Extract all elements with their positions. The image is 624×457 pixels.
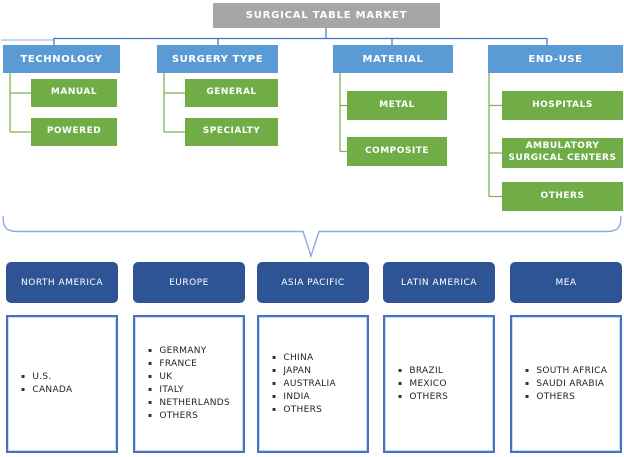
list-item: OTHERS	[148, 410, 230, 423]
list-item: JAPAN	[272, 365, 336, 378]
region-latin-america: LATIN AMERICA	[383, 262, 495, 303]
country-list: U.S. CANADA	[8, 371, 74, 397]
subsegment-manual: MANUAL	[31, 79, 117, 107]
subsegment-others: OTHERS	[502, 182, 623, 211]
list-item: SOUTH AFRICA	[525, 365, 607, 378]
subsegment-specialty: SPECIALTY	[185, 118, 278, 146]
bracket-surgery-type	[163, 73, 185, 133]
list-item: OTHERS	[398, 391, 448, 404]
brace-down	[2, 215, 622, 259]
list-item: NETHERLANDS	[148, 397, 230, 410]
list-item: OTHERS	[525, 391, 607, 404]
region-north-america: NORTH AMERICA	[6, 262, 118, 303]
list-item: BRAZIL	[398, 365, 448, 378]
region-list-latin-america: BRAZIL MEXICO OTHERS	[383, 315, 495, 453]
country-list: CHINA JAPAN AUSTRALIA INDIA OTHERS	[259, 352, 338, 417]
list-item: U.S.	[21, 371, 72, 384]
country-list: SOUTH AFRICA SAUDI ARABIA OTHERS	[512, 365, 609, 404]
list-item: MEXICO	[398, 378, 448, 391]
category-surgery-type: SURGERY TYPE	[157, 45, 278, 73]
region-asia-pacific: ASIA PACIFIC	[257, 262, 369, 303]
subsegment-ambulatory-surgical-centers: AMBULATORY SURGICAL CENTERS	[502, 138, 623, 168]
list-item: CHINA	[272, 352, 336, 365]
category-material: MATERIAL	[333, 45, 453, 73]
list-item: CANADA	[21, 384, 72, 397]
list-item: SAUDI ARABIA	[525, 378, 607, 391]
root-node-surgical-table-market: SURGICAL TABLE MARKET	[213, 3, 440, 28]
region-list-europe: GERMANY FRANCE UK ITALY NETHERLANDS OTHE…	[133, 315, 245, 453]
country-list: GERMANY FRANCE UK ITALY NETHERLANDS OTHE…	[135, 345, 232, 423]
category-end-use: END-USE	[488, 45, 623, 73]
category-technology: TECHNOLOGY	[3, 45, 120, 73]
list-item: AUSTRALIA	[272, 378, 336, 391]
connector-category-bus	[53, 37, 548, 45]
list-item: FRANCE	[148, 358, 230, 371]
list-item: UK	[148, 371, 230, 384]
list-item: ITALY	[148, 384, 230, 397]
region-mea: MEA	[510, 262, 622, 303]
subsegment-powered: POWERED	[31, 118, 117, 146]
region-list-asia-pacific: CHINA JAPAN AUSTRALIA INDIA OTHERS	[257, 315, 369, 453]
region-europe: EUROPE	[133, 262, 245, 303]
subsegment-composite: COMPOSITE	[347, 137, 447, 166]
list-item: GERMANY	[148, 345, 230, 358]
region-list-north-america: U.S. CANADA	[6, 315, 118, 453]
bracket-material	[339, 73, 347, 153]
list-item: INDIA	[272, 391, 336, 404]
region-list-mea: SOUTH AFRICA SAUDI ARABIA OTHERS	[510, 315, 622, 453]
list-item: OTHERS	[272, 404, 336, 417]
bracket-technology	[9, 73, 31, 133]
subsegment-hospitals: HOSPITALS	[502, 91, 623, 120]
subsegment-metal: METAL	[347, 91, 447, 120]
country-list: BRAZIL MEXICO OTHERS	[385, 365, 450, 404]
subsegment-general: GENERAL	[185, 79, 278, 107]
bracket-end-use	[488, 73, 502, 198]
